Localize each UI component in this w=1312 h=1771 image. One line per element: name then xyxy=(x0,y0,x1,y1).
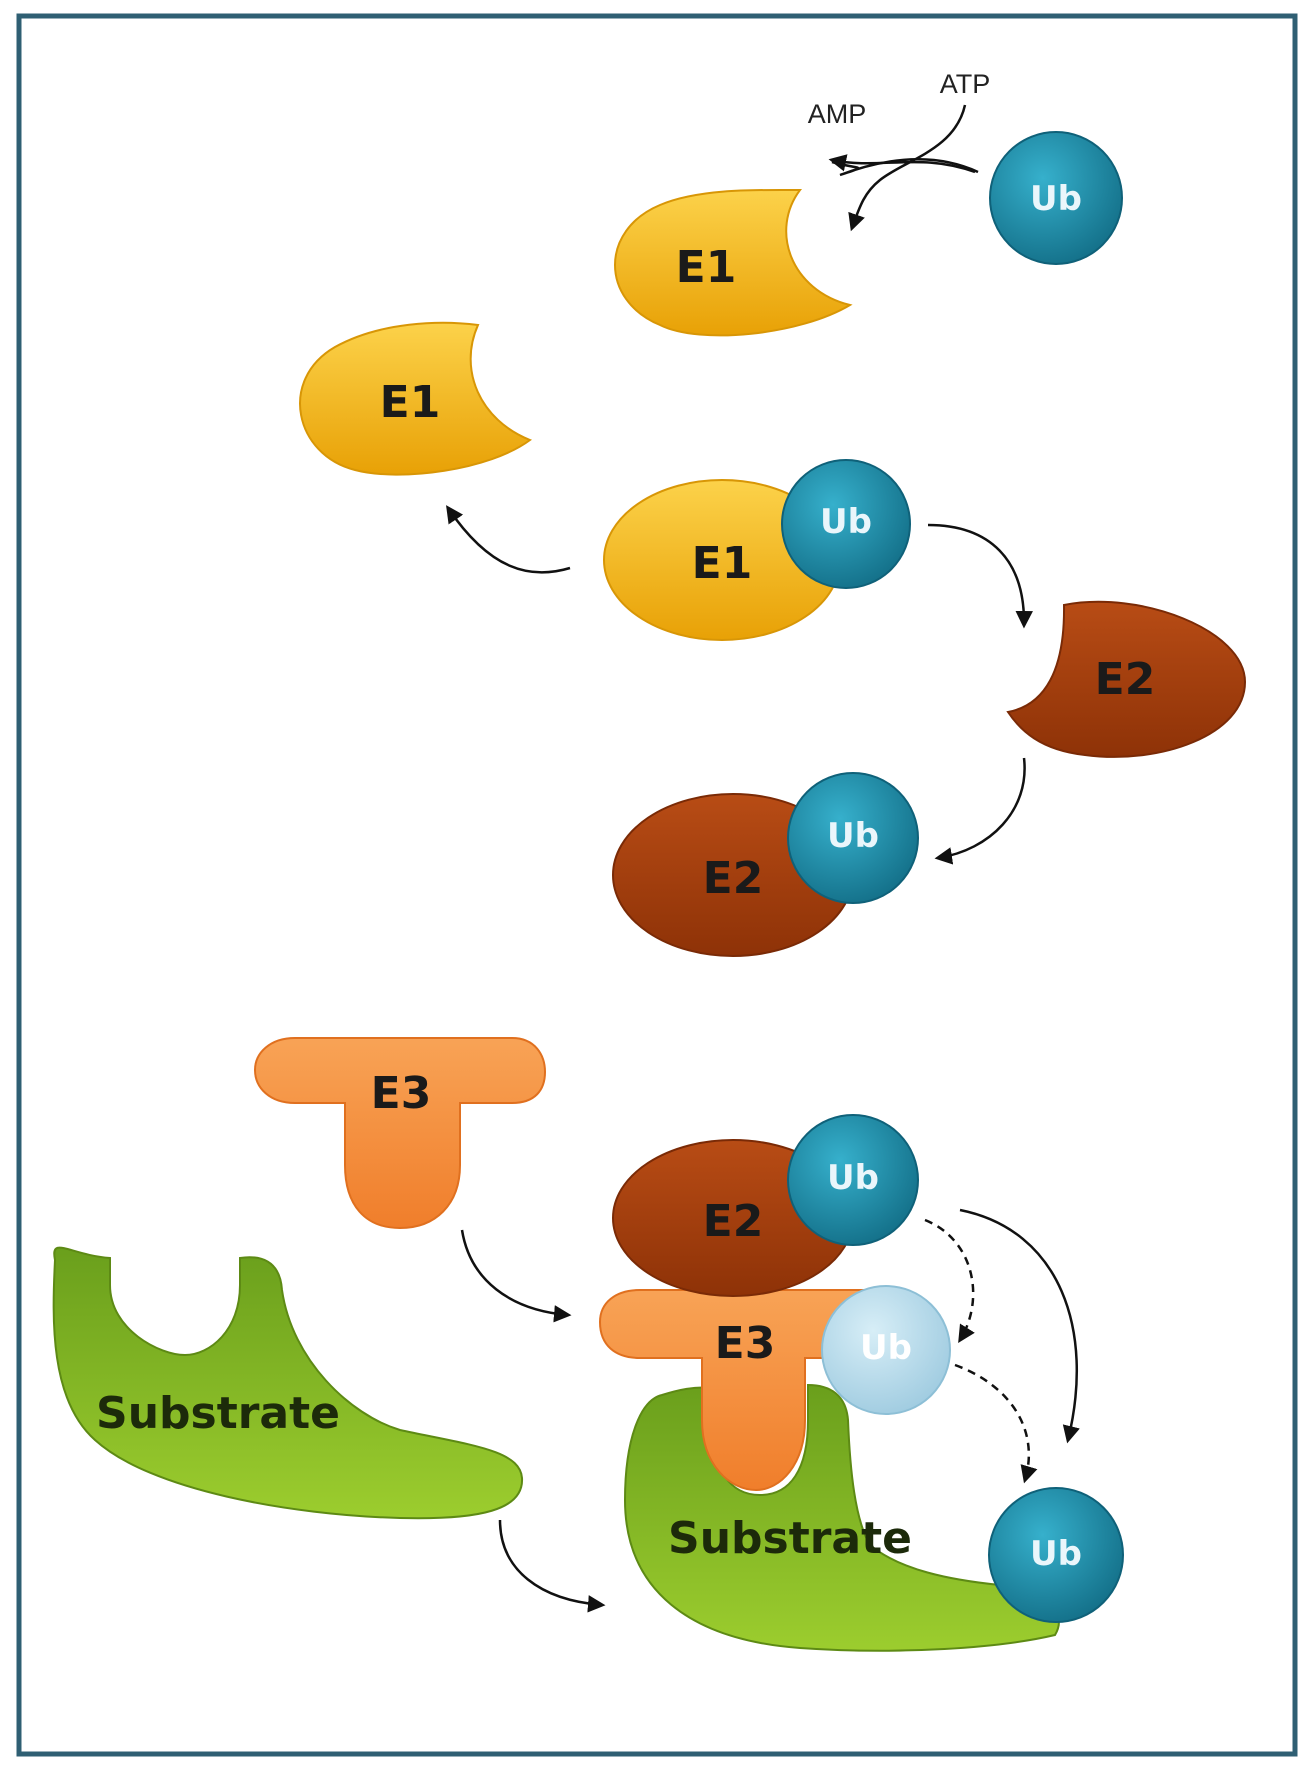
ub-on-substrate: Ub xyxy=(988,1487,1124,1623)
arrow-atp-to-e1 xyxy=(848,104,967,232)
ub-on-substrate-label: Ub xyxy=(1030,1534,1082,1574)
substrate-bound: Substrate xyxy=(623,1383,1060,1652)
e2-ub-complex: E2 Ub xyxy=(612,772,919,957)
substrate-free: Substrate xyxy=(52,1246,524,1520)
arrow-dashed-e2-to-e3 xyxy=(924,1218,975,1343)
e1-released: E1 xyxy=(299,321,533,476)
substrate-free-label: Substrate xyxy=(96,1388,340,1439)
arrow-ub-to-amp xyxy=(831,158,979,177)
substrate-bound-label: Substrate xyxy=(668,1513,912,1564)
arrow-e3-join xyxy=(460,1229,572,1323)
ub-transient-label: Ub xyxy=(860,1328,912,1368)
arrow-ub-to-amp-head xyxy=(828,154,976,174)
e1-complex-ub-label: Ub xyxy=(820,502,872,542)
arrow-substrate-join xyxy=(498,1519,606,1613)
arrow-e1-release xyxy=(446,505,571,574)
atp-label: ATP xyxy=(940,69,991,99)
e2-free: E2 xyxy=(1006,600,1247,758)
ub-free-label: Ub xyxy=(1030,179,1082,219)
e2-bound-label: E2 xyxy=(703,1196,764,1247)
e3-free: E3 xyxy=(253,1037,547,1230)
ub-transient-e3: Ub xyxy=(821,1285,951,1415)
e1-top-label: E1 xyxy=(676,242,737,293)
e3-free-label: E3 xyxy=(371,1068,432,1119)
e1-top: E1 xyxy=(614,188,853,337)
diagram-frame xyxy=(16,13,1298,1757)
e1-released-label: E1 xyxy=(380,377,441,428)
arrow-to-e2 xyxy=(927,523,1033,629)
e1-ub-complex: E1 Ub xyxy=(603,459,911,641)
e2-complex-ub-label: Ub xyxy=(827,816,879,856)
arrow-direct-e2-to-substrate xyxy=(959,1208,1080,1444)
amp-label: AMP xyxy=(808,99,867,129)
arrow-e2-loaded xyxy=(934,757,1026,865)
e2-complex-label: E2 xyxy=(703,853,764,904)
e2-free-label: E2 xyxy=(1095,654,1156,705)
e1-complex-label: E1 xyxy=(692,538,753,589)
ub-free: Ub xyxy=(989,131,1123,265)
e2-bound-complex: E2 Ub xyxy=(612,1114,919,1297)
e3-bound-label: E3 xyxy=(715,1318,776,1369)
arrow-dashed-e3-to-substrate xyxy=(954,1363,1038,1484)
e2-bound-ub-label: Ub xyxy=(827,1158,879,1198)
